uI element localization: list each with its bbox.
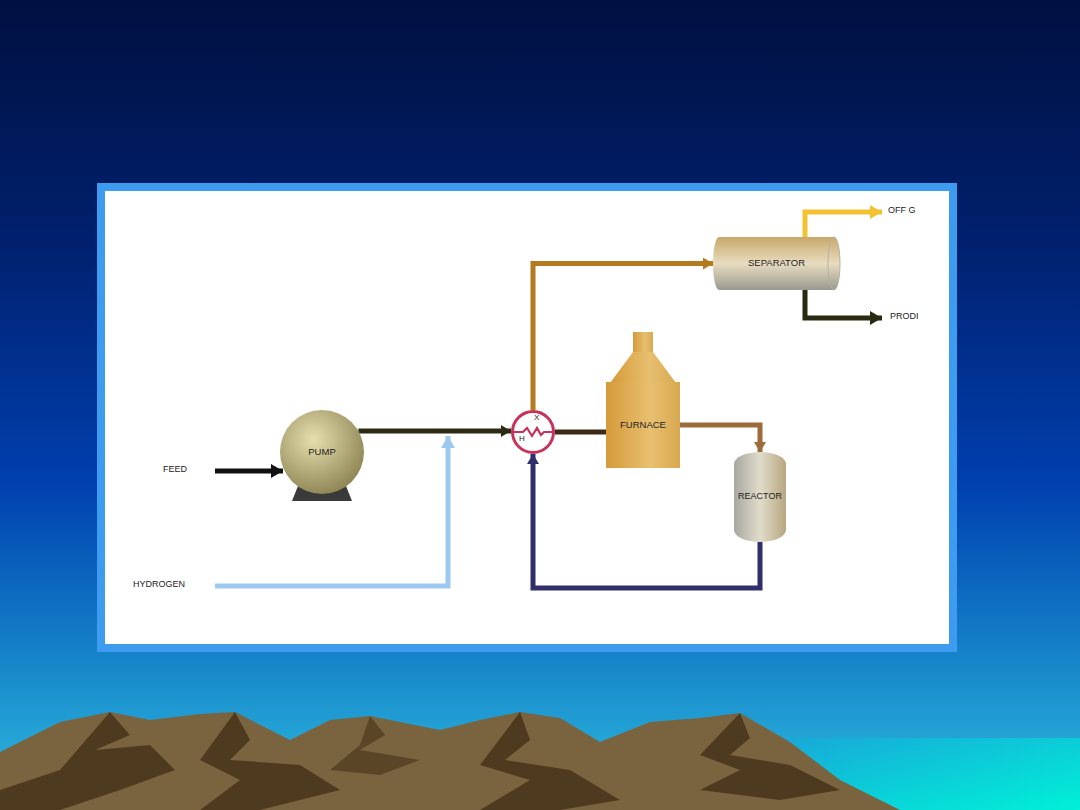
equipment-name: REACTOR	[738, 492, 782, 502]
mountain-shade	[330, 716, 420, 775]
mountain-shade	[0, 712, 175, 810]
feed-arrow	[215, 469, 283, 474]
mountain-shade	[200, 712, 340, 810]
equipment-name: SEPARATOR	[748, 258, 805, 268]
exchanger-letter: H	[519, 435, 525, 444]
mountains	[0, 712, 900, 810]
equipment-name: FURNACE	[620, 420, 666, 430]
stream-label: PRODI	[890, 312, 919, 322]
process-stream	[680, 425, 760, 452]
process-stream	[358, 429, 511, 434]
stream-label: OFF G	[888, 206, 916, 216]
mountain-shade	[700, 713, 840, 800]
off-gas-arrow	[805, 212, 882, 237]
furnace-outline	[606, 332, 680, 468]
process-stream	[533, 454, 760, 588]
stream-label: FEED	[163, 465, 187, 475]
pump-circle: PUMP	[280, 410, 364, 494]
heat-exchanger-outline	[511, 410, 555, 454]
reactor-vessel: REACTOR	[732, 452, 788, 542]
separator-drum: SEPARATOR	[713, 237, 840, 290]
equipment-name: PUMP	[308, 447, 335, 457]
stream-label: HYDROGEN	[133, 580, 185, 590]
product-arrow	[805, 290, 882, 318]
mountain-shade	[480, 712, 620, 810]
exchanger-letter: X	[534, 414, 539, 423]
heat-exchanger: XH	[511, 410, 555, 454]
process-stream	[555, 430, 606, 435]
diagram-panel	[101, 187, 953, 648]
furnace: FURNACE	[606, 332, 680, 468]
